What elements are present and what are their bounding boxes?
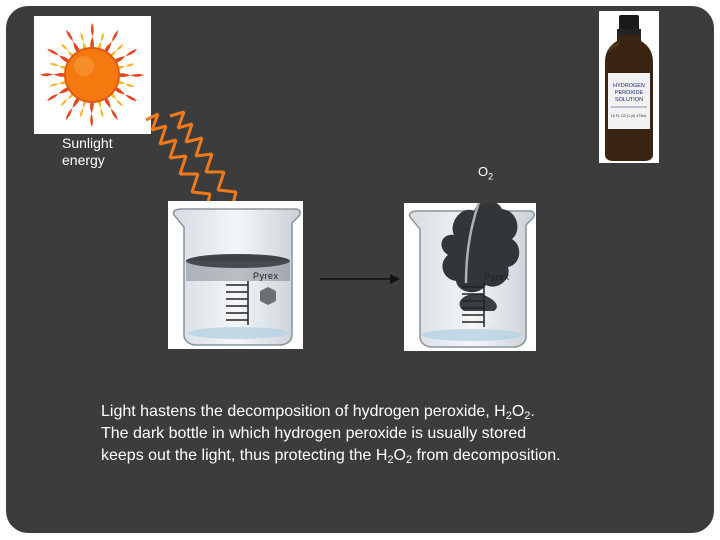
peroxide-bottle-image: HYDROGEN PEROXIDE SOLUTION 16 FL OZ (1 p… xyxy=(599,11,659,163)
bottle-label-line2: PEROXIDE xyxy=(615,90,644,96)
oxygen-gas-label: O2 xyxy=(478,164,493,182)
dark-bottle-icon: HYDROGEN PEROXIDE SOLUTION 16 FL OZ (1 p… xyxy=(599,11,659,163)
beaker-brand-label: Pyrex xyxy=(484,272,510,282)
beaker-h2o2: Pyrex H₂O₂ xyxy=(168,201,303,349)
caption-line-1: Light hastens the decomposition of hydro… xyxy=(101,401,661,423)
beaker-icon xyxy=(168,201,303,349)
beaker-h2o: Pyrex H₂O xyxy=(404,203,536,351)
beaker-formula-label: H₂O₂ xyxy=(252,319,273,329)
caption-line-3: keeps out the light, thus protecting the… xyxy=(101,445,661,467)
bottle-label-small: 16 FL OZ (1 pt) 473mL xyxy=(611,114,647,118)
bottle-label-line1: HYDROGEN xyxy=(613,83,645,89)
caption-text: Light hastens the decomposition of hydro… xyxy=(101,401,661,467)
caption-line-2: The dark bottle in which hydrogen peroxi… xyxy=(101,423,661,445)
bottle-label-line3: SOLUTION xyxy=(615,97,643,103)
beaker-with-gas-icon xyxy=(404,203,536,351)
beaker-formula-label: H₂O xyxy=(488,321,505,331)
reaction-arrow xyxy=(320,272,400,286)
slide-background: Sunlight energy HYDROGEN PEROXIDE SOLUTI… xyxy=(6,6,714,533)
beaker-brand-label: Pyrex xyxy=(253,271,279,281)
